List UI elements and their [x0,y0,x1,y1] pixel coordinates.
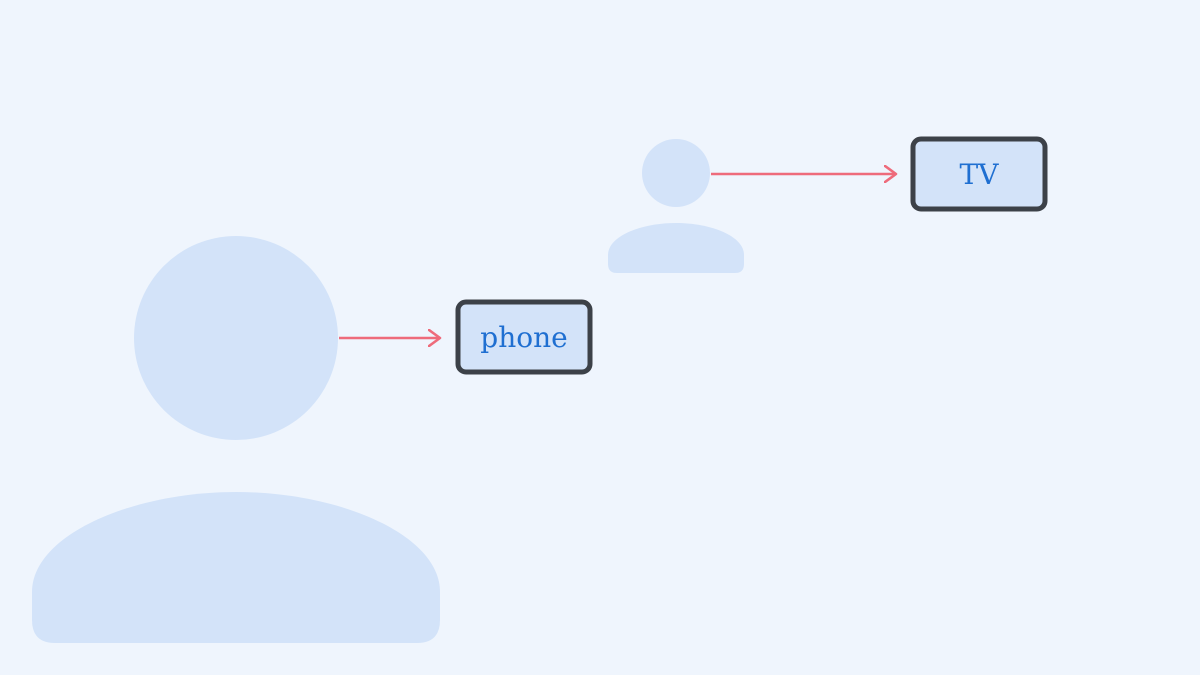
person-head-far [642,139,710,207]
device-label-phone: phone [480,321,567,354]
person-icon-far [608,139,744,273]
person-body-far [608,223,744,273]
device-box-tv: TV [910,136,1048,212]
person-icon-near [32,236,440,643]
person-body-near [32,492,440,643]
device-label-tv: TV [960,158,1000,191]
person-head-near [134,236,338,440]
device-box-phone: phone [455,299,593,375]
